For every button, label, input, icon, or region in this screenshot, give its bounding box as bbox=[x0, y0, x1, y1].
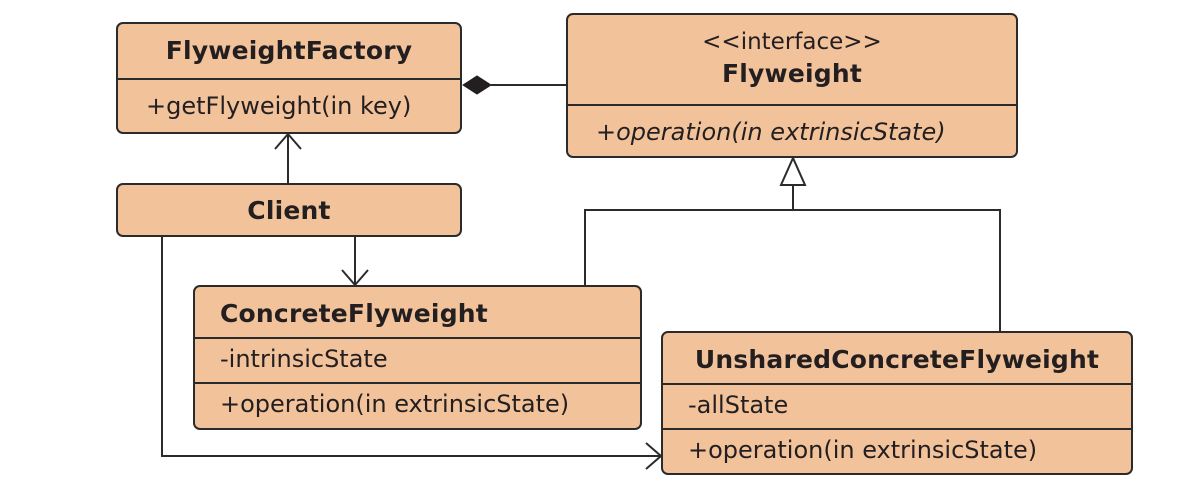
attribute-all-state: -allState bbox=[688, 391, 789, 419]
interface-stereotype: <<interface>> bbox=[702, 29, 882, 55]
realization-hollow-triangle bbox=[779, 155, 807, 186]
operation-operation: +operation(in extrinsicState) bbox=[596, 118, 946, 146]
operations-compartment: +operation(in extrinsicState) bbox=[195, 382, 640, 428]
composition-diamond bbox=[462, 75, 492, 95]
interface-name: Flyweight bbox=[721, 59, 862, 88]
realization-line-unshared bbox=[793, 209, 1001, 331]
client-to-factory-arrowhead bbox=[274, 132, 302, 150]
client-to-concrete-association bbox=[341, 236, 369, 287]
operations-compartment: +operation(in extrinsicState) bbox=[663, 428, 1131, 473]
class-unshared-concrete-flyweight: UnsharedConcreteFlyweight -allState +ope… bbox=[661, 331, 1133, 475]
operation-operation: +operation(in extrinsicState) bbox=[688, 436, 1038, 464]
operation-get-flyweight: +getFlyweight(in key) bbox=[146, 92, 412, 120]
realization-connector bbox=[584, 155, 1001, 331]
client-to-factory-association bbox=[274, 132, 302, 183]
class-name: UnsharedConcreteFlyweight bbox=[694, 345, 1100, 374]
class-concrete-flyweight: ConcreteFlyweight -intrinsicState +opera… bbox=[193, 285, 642, 430]
attributes-compartment: -allState bbox=[663, 383, 1131, 428]
class-name: Client bbox=[247, 196, 331, 225]
client-to-unshared-line bbox=[161, 236, 661, 457]
operations-compartment: +getFlyweight(in key) bbox=[118, 78, 460, 132]
interface-name-compartment: <<interface>> Flyweight bbox=[568, 15, 1016, 104]
class-name-compartment: UnsharedConcreteFlyweight bbox=[663, 333, 1131, 383]
class-flyweight-factory: FlyweightFactory +getFlyweight(in key) bbox=[116, 22, 462, 134]
class-name-compartment: FlyweightFactory bbox=[118, 24, 460, 78]
composition-connector bbox=[462, 75, 567, 95]
interface-flyweight: <<interface>> Flyweight +operation(in ex… bbox=[566, 13, 1018, 158]
class-name-compartment: ConcreteFlyweight bbox=[195, 287, 640, 337]
class-name: ConcreteFlyweight bbox=[220, 299, 488, 328]
attribute-intrinsic-state: -intrinsicState bbox=[220, 345, 388, 373]
class-name: FlyweightFactory bbox=[165, 36, 413, 65]
operations-compartment: +operation(in extrinsicState) bbox=[568, 104, 1016, 156]
realization-line-concrete bbox=[584, 209, 793, 286]
attributes-compartment: -intrinsicState bbox=[195, 337, 640, 382]
class-name-compartment: Client bbox=[118, 185, 460, 235]
class-client: Client bbox=[116, 183, 462, 237]
operation-operation: +operation(in extrinsicState) bbox=[220, 390, 570, 418]
